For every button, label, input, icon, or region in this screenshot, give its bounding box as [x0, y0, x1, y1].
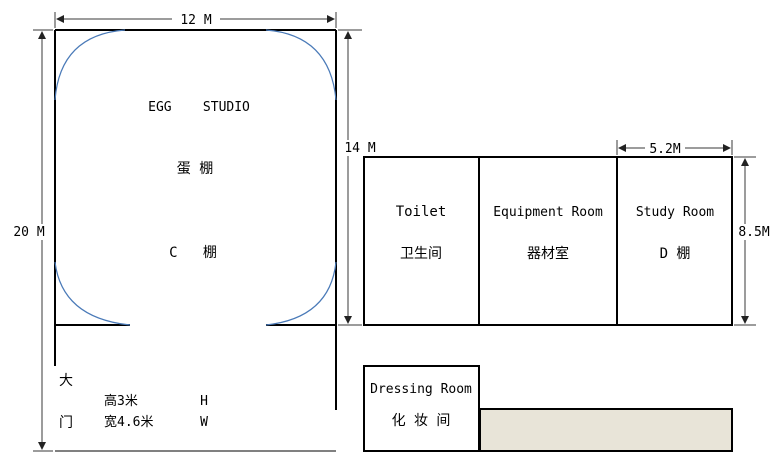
dim-12m-label: 12 M	[180, 13, 211, 28]
cyc-curve-bottom-right	[265, 261, 337, 326]
study-label-cn: D 棚	[660, 246, 691, 262]
dim-12m-label-bg	[172, 12, 220, 26]
dim-8-5m-label: 8.5M	[738, 225, 769, 240]
main-door-label-2: 门	[59, 415, 73, 431]
c-studio-label: C 棚	[169, 245, 217, 261]
rooms-block	[363, 156, 733, 326]
equipment-label-en: Equipment Room	[493, 205, 603, 220]
toilet-label-en: Toilet	[396, 204, 447, 220]
main-door-label-1: 大	[59, 373, 73, 389]
cyc-curve-bottom-left	[54, 261, 131, 326]
cyc-curve-top-left	[54, 29, 126, 101]
dim-20m-label: 20 M	[13, 225, 44, 240]
door-width-en: W	[200, 415, 208, 430]
study-label-en: Study Room	[636, 205, 714, 220]
egg-studio-label-cn: 蛋 棚	[177, 161, 213, 177]
gray-block	[479, 408, 733, 452]
dim-14m-label-bg	[340, 140, 378, 156]
dim-20m-label-bg	[12, 224, 48, 240]
dim-5-2m-label-bg	[645, 141, 685, 155]
door-width-cn: 宽4.6米	[104, 414, 153, 430]
dressing-room	[363, 365, 480, 452]
dressing-label-en: Dressing Room	[370, 382, 472, 397]
door-height-en: H	[200, 394, 208, 409]
dim-5-2m-label: 5.2M	[649, 142, 680, 157]
egg-studio-label-en: EGG STUDIO	[148, 100, 250, 115]
toilet-label-cn: 卫生间	[400, 246, 442, 262]
dim-8-5m-label-bg	[734, 224, 774, 240]
dim-14m-label: 14 M	[344, 141, 375, 156]
door-height-cn: 高3米	[104, 393, 138, 409]
equipment-label-cn: 器材室	[527, 245, 569, 262]
dressing-label-cn: 化 妆 间	[392, 413, 451, 429]
cyc-curve-top-right	[265, 29, 337, 101]
